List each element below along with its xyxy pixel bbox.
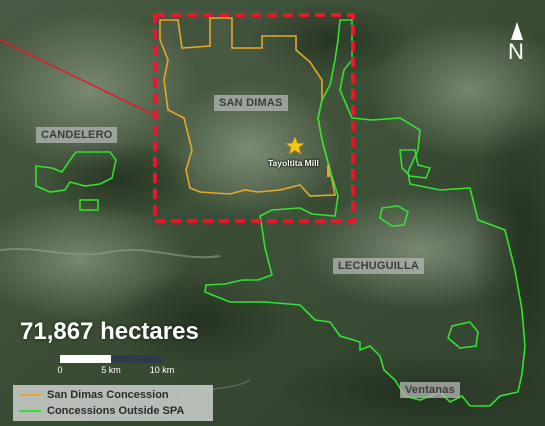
candelero-concession-boundary: [35, 151, 117, 193]
river: [0, 247, 221, 259]
scale-tick-0: 0: [57, 365, 63, 375]
scale-bar: 0 5 km 10 km: [57, 355, 174, 379]
north-label: N: [508, 39, 524, 64]
scale-tick-5km: 5 km: [101, 365, 121, 375]
mill-star-icon: [285, 136, 305, 155]
lechuguilla-concession-boundary: [204, 19, 526, 407]
north-arrow-icon: N: [508, 22, 530, 66]
focus-box: [153, 13, 355, 223]
label-san-dimas: SAN DIMAS: [214, 95, 288, 111]
legend-item-san-dimas: San Dimas Concession: [19, 387, 169, 403]
area-total: 71,867 hectares: [20, 318, 199, 345]
label-candelero: CANDELERO: [36, 127, 118, 143]
callout-leader-line: [0, 39, 161, 119]
legend-label: Concessions Outside SPA: [47, 405, 185, 417]
legend-label: San Dimas Concession: [47, 389, 169, 401]
label-lechuguilla: LECHUGUILLA: [333, 258, 425, 274]
scale-tick-10km: 10 km: [149, 365, 175, 375]
legend: San Dimas Concession Concessions Outside…: [13, 385, 213, 421]
label-ventanas: Ventanas: [400, 382, 460, 398]
legend-item-outside-spa: Concessions Outside SPA: [19, 403, 184, 419]
label-tayoltita-mill: Tayoltita Mill: [268, 158, 319, 168]
